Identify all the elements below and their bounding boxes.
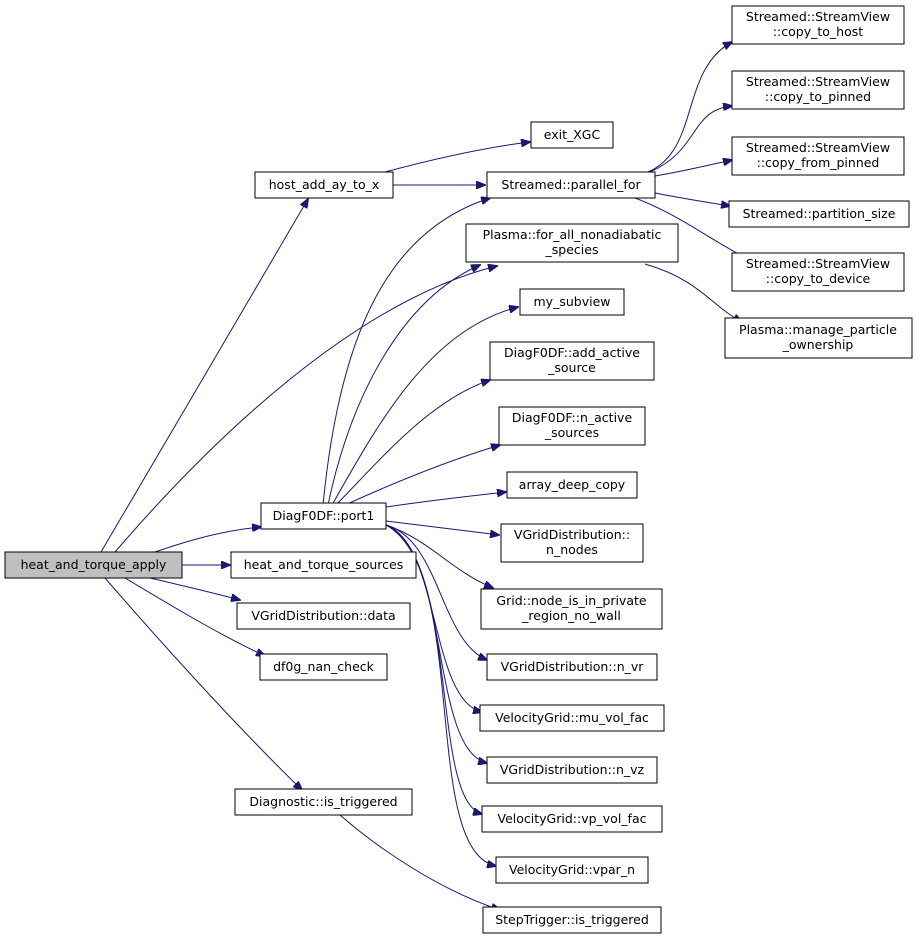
node-parallel-for[interactable]: Streamed::parallel_for bbox=[486, 171, 656, 199]
node-vgd-data[interactable]: VGridDistribution::data bbox=[236, 602, 411, 630]
node-exit-xgc[interactable]: exit_XGC bbox=[530, 121, 614, 149]
node-vgd-n-nodes[interactable]: VGridDistribution:: n_nodes bbox=[500, 523, 644, 563]
edge-pf-to-partition-size bbox=[654, 192, 730, 206]
edge-port1-to-my-subview bbox=[331, 307, 518, 506]
node-host-add-ay-to-x[interactable]: host_add_ay_to_x bbox=[254, 171, 394, 199]
node-copy-to-host[interactable]: Streamed::StreamView ::copy_to_host bbox=[731, 5, 905, 45]
node-my-subview[interactable]: my_subview bbox=[519, 288, 625, 316]
edge-root-to-plasma-for-all bbox=[114, 266, 497, 553]
node-label: Streamed::StreamView bbox=[746, 256, 890, 271]
edge-diagnostic-to-steptrigger bbox=[339, 814, 500, 910]
node-label: _region_no_wall bbox=[521, 608, 621, 623]
node-label: DiagF0DF::n_active bbox=[512, 410, 633, 425]
node-df0g-nan-check[interactable]: df0g_nan_check bbox=[259, 653, 388, 681]
edge-root-to-port1 bbox=[154, 527, 261, 553]
node-for-all-nonadiabatic-species[interactable]: Plasma::for_all_nonadiabatic _species bbox=[465, 223, 679, 263]
node-label: VelocityGrid::vp_vol_fac bbox=[498, 811, 647, 826]
node-label: VGridDistribution::n_vr bbox=[501, 659, 645, 674]
node-diagnostic-is-triggered[interactable]: Diagnostic::is_triggered bbox=[234, 788, 413, 816]
node-label: VelocityGrid::mu_vol_fac bbox=[495, 710, 649, 725]
node-label: df0g_nan_check bbox=[273, 659, 375, 674]
node-copy-to-pinned[interactable]: Streamed::StreamView ::copy_to_pinned bbox=[731, 70, 905, 110]
node-array-deep-copy[interactable]: array_deep_copy bbox=[506, 471, 638, 499]
node-vp-vol-fac[interactable]: VelocityGrid::vp_vol_fac bbox=[481, 805, 663, 833]
node-label: exit_XGC bbox=[544, 127, 601, 142]
edge-port1-to-node-private bbox=[385, 524, 493, 588]
node-add-active-source[interactable]: DiagF0DF::add_active _source bbox=[489, 341, 655, 381]
node-label: VGridDistribution::n_vz bbox=[500, 762, 645, 777]
edge-port1-to-vgd-n-vr bbox=[385, 524, 487, 660]
node-label: heat_and_torque_sources bbox=[244, 557, 403, 572]
edge-pf-to-copy-from-pinned bbox=[654, 160, 732, 177]
node-label: DiagF0DF::port1 bbox=[273, 508, 375, 523]
node-label: my_subview bbox=[534, 294, 611, 309]
edge-root-to-diagnostic bbox=[104, 577, 302, 790]
edge-port1-to-add-active bbox=[335, 380, 490, 506]
edge-plasma-to-manage bbox=[644, 263, 742, 322]
edge-port1-to-array-copy bbox=[385, 492, 506, 508]
edge-port1-to-n-active bbox=[344, 445, 500, 506]
node-label: StepTrigger::is_triggered bbox=[495, 912, 649, 927]
node-label: _species bbox=[545, 242, 599, 257]
node-label: ::copy_to_pinned bbox=[765, 89, 871, 104]
node-label: _sources bbox=[544, 425, 599, 440]
node-label: ::copy_to_host bbox=[773, 24, 863, 39]
node-label: Streamed::StreamView bbox=[746, 9, 890, 24]
node-label: Plasma::for_all_nonadiabatic bbox=[483, 227, 662, 242]
node-label: Streamed::partition_size bbox=[743, 206, 896, 221]
node-manage-particle-ownership[interactable]: Plasma::manage_particle _ownership bbox=[724, 317, 913, 359]
node-label: VGridDistribution:: bbox=[514, 527, 630, 542]
node-label: n_nodes bbox=[546, 542, 598, 557]
node-heat-and-torque-sources[interactable]: heat_and_torque_sources bbox=[230, 551, 417, 579]
edge-pf-to-copy-to-host bbox=[647, 42, 732, 173]
edge-host-to-exit bbox=[384, 142, 530, 173]
edge-root-to-host-add-ay bbox=[100, 199, 308, 553]
node-label: DiagF0DF::add_active bbox=[504, 345, 640, 360]
node-heat-and-torque-apply[interactable]: heat_and_torque_apply bbox=[4, 551, 183, 579]
edge-port1-to-parallel-for bbox=[322, 198, 490, 506]
node-partition-size[interactable]: Streamed::partition_size bbox=[728, 200, 910, 228]
node-label: heat_and_torque_apply bbox=[21, 557, 167, 572]
node-mu-vol-fac[interactable]: VelocityGrid::mu_vol_fac bbox=[479, 704, 665, 732]
node-label: Streamed::StreamView bbox=[746, 74, 890, 89]
node-copy-to-device[interactable]: Streamed::StreamView ::copy_to_device bbox=[731, 252, 905, 292]
edge-port1-to-vgd-n-nodes bbox=[385, 520, 499, 535]
node-steptrigger-is-triggered[interactable]: StepTrigger::is_triggered bbox=[482, 906, 662, 934]
edge-root-to-vgd-data bbox=[149, 577, 240, 600]
node-label: host_add_ay_to_x bbox=[269, 177, 380, 192]
node-label: Streamed::StreamView bbox=[746, 140, 890, 155]
node-vpar-n[interactable]: VelocityGrid::vpar_n bbox=[495, 856, 649, 884]
node-label: _ownership bbox=[782, 337, 854, 352]
node-copy-from-pinned[interactable]: Streamed::StreamView ::copy_from_pinned bbox=[731, 136, 905, 176]
node-label: _source bbox=[547, 360, 596, 375]
node-vgd-n-vr[interactable]: VGridDistribution::n_vr bbox=[486, 653, 658, 681]
node-label: ::copy_from_pinned bbox=[757, 155, 880, 170]
node-node-is-in-private-region[interactable]: Grid::node_is_in_private _region_no_wall bbox=[480, 588, 663, 630]
node-label: Diagnostic::is_triggered bbox=[249, 794, 397, 809]
node-label: VGridDistribution::data bbox=[251, 608, 395, 623]
node-vgd-n-vz[interactable]: VGridDistribution::n_vz bbox=[486, 756, 658, 784]
node-label: Plasma::manage_particle bbox=[739, 322, 897, 337]
node-diagf0df-port1[interactable]: DiagF0DF::port1 bbox=[260, 502, 387, 530]
edge-pf-to-copy-to-pinned bbox=[649, 106, 732, 173]
node-label: Grid::node_is_in_private bbox=[496, 593, 646, 608]
edge-port1-to-plasma-for-all bbox=[327, 265, 480, 506]
node-n-active-sources[interactable]: DiagF0DF::n_active _sources bbox=[498, 406, 646, 446]
node-label: VelocityGrid::vpar_n bbox=[509, 862, 635, 877]
node-label: array_deep_copy bbox=[519, 477, 626, 492]
node-label: ::copy_to_device bbox=[766, 271, 871, 286]
node-label: Streamed::parallel_for bbox=[501, 177, 641, 192]
edge-root-to-df0g bbox=[124, 577, 265, 656]
nodes: heat_and_torque_apply host_add_ay_to_x e… bbox=[4, 5, 913, 934]
